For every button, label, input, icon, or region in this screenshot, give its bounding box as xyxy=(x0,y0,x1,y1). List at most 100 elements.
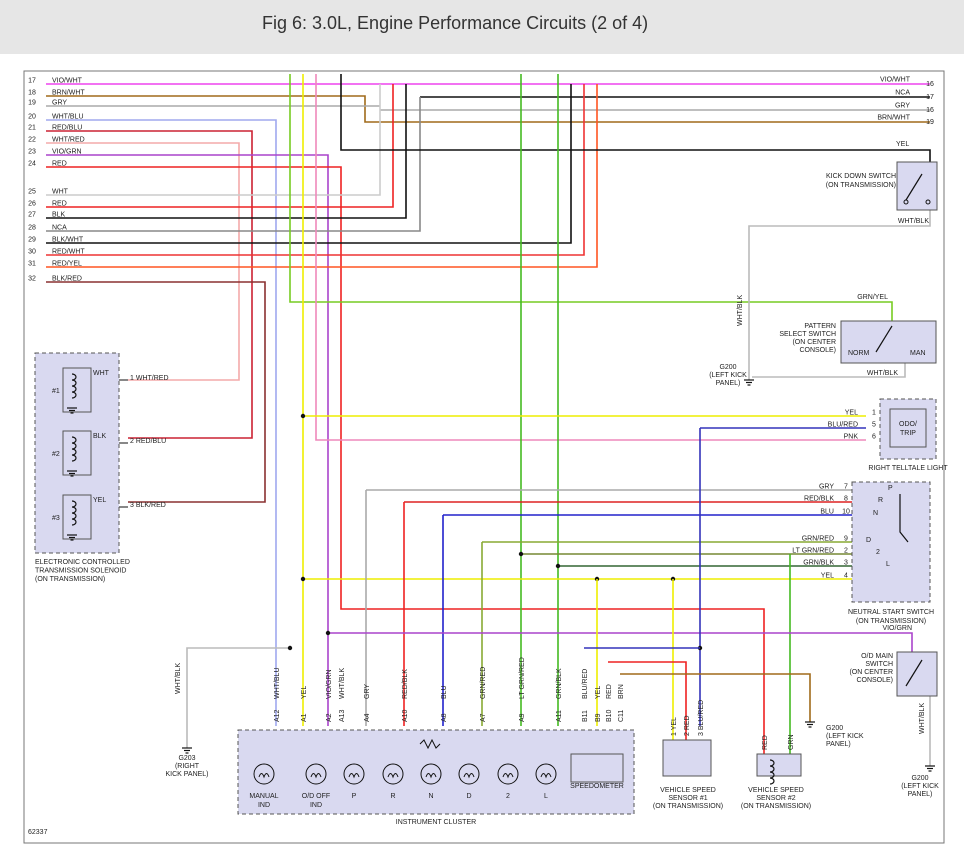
wire-label: YEL xyxy=(93,497,106,504)
wire-label: RED xyxy=(606,684,613,699)
instrument-cluster-label: INSTRUMENT CLUSTER xyxy=(396,819,476,826)
wire-label: WHT/BLK xyxy=(867,370,898,377)
gear-position-label: R xyxy=(878,497,883,504)
od-main-switch-box xyxy=(896,651,938,697)
indicator-label: D xyxy=(466,793,471,800)
indicator-label: R xyxy=(390,793,395,800)
splice-dot xyxy=(325,630,331,636)
wire-layer xyxy=(46,74,931,766)
indicator-label: N xyxy=(428,793,433,800)
wire-number: 32 xyxy=(28,276,36,283)
wire-brn-wht xyxy=(46,95,930,123)
kickdown-switch-blade xyxy=(905,173,923,201)
wire-label: BLU/RED xyxy=(828,422,858,429)
lamp-symbol xyxy=(343,763,365,785)
wire-label: WHT/BLK xyxy=(737,295,744,326)
wire-label: 2 RED xyxy=(684,715,691,736)
wire-label: GRN/RED xyxy=(480,667,487,699)
lamp-symbol xyxy=(420,763,442,785)
cluster-pin-label: A11 xyxy=(556,710,563,722)
wire-red-vss1 xyxy=(608,661,687,740)
diagram-frame xyxy=(23,70,945,844)
wire-red-wht xyxy=(46,84,585,256)
pin-number: 1 xyxy=(872,410,876,417)
lamp-symbol xyxy=(253,763,275,785)
wire-label: 3 BLK/RED xyxy=(130,502,166,509)
g200-mid-label: PANEL) xyxy=(826,741,851,748)
wire-vio-grn xyxy=(46,154,329,726)
solenoid-2-body xyxy=(62,430,92,476)
wire-label: RED/WHT xyxy=(52,249,85,256)
wire-number: 31 xyxy=(28,261,36,268)
wire-label: VIO/WHT xyxy=(52,78,83,85)
gear-position-label: P xyxy=(888,485,893,492)
wire-wht-blu xyxy=(46,119,277,726)
lamp-filament xyxy=(310,773,322,779)
vss1-box xyxy=(662,739,712,777)
wire-blk-wht xyxy=(46,84,572,244)
wire-label: WHT/BLU xyxy=(52,114,84,121)
neutral-switch-block xyxy=(851,481,931,603)
wire-label: GRN xyxy=(788,734,795,750)
kickdown-switch-label: (ON TRANSMISSION) xyxy=(826,182,896,189)
wire-yel-kickdown xyxy=(340,74,931,164)
g200-top-label: PANEL) xyxy=(716,380,741,387)
cluster-pin-label: B10 xyxy=(606,709,613,722)
indicator-label: MANUAL xyxy=(249,793,278,800)
cluster-pin-label: A13 xyxy=(339,709,346,722)
wire-label: VIO/GRN xyxy=(326,669,333,699)
indicator-label: IND xyxy=(258,802,270,809)
solenoid-id: #3 xyxy=(52,515,60,522)
pin-number: 4 xyxy=(844,573,848,580)
kickdown-switch-box xyxy=(896,161,938,211)
wire-label: RED/YEL xyxy=(52,261,82,268)
lamp-filament xyxy=(502,773,514,779)
wire-number: 17 xyxy=(926,94,934,101)
wire-number: 23 xyxy=(28,149,36,156)
wire-red xyxy=(46,166,765,754)
wire-number: 22 xyxy=(28,137,36,144)
wire-label: WHT/BLU xyxy=(274,668,281,700)
wire-label: NCA xyxy=(895,90,910,97)
telltale-display xyxy=(889,408,927,448)
od-switch-blade xyxy=(905,659,923,687)
wire-label: GRN/RED xyxy=(802,536,834,543)
od-main-switch-label: SWITCH xyxy=(865,661,893,668)
pin-number: 7 xyxy=(844,484,848,491)
wire-label: BRN/WHT xyxy=(52,90,85,97)
wire-label: GRN/YEL xyxy=(857,294,888,301)
wire-number: 24 xyxy=(28,161,36,168)
vss2-box xyxy=(756,753,802,777)
splice-dot xyxy=(300,413,306,419)
g200-bottom-label: PANEL) xyxy=(908,791,933,798)
splice-dot xyxy=(300,576,306,582)
cluster-pin-label: A4 xyxy=(364,713,371,722)
cluster-pin-label: A2 xyxy=(326,713,333,722)
wire-label: YEL xyxy=(595,686,602,699)
wire-number: 16 xyxy=(926,107,934,114)
wire-label: 1 YEL xyxy=(671,717,678,736)
g203-label: KICK PANEL) xyxy=(165,771,208,778)
vss1-label: SENSOR #1 xyxy=(668,795,707,802)
wire-red-26 xyxy=(46,84,394,208)
lamp-filament xyxy=(348,773,360,779)
solenoid-id: #2 xyxy=(52,451,60,458)
lamp-filament xyxy=(463,773,475,779)
solenoid-label: ELECTRONIC CONTROLLED xyxy=(35,559,130,566)
cluster-pin-label: A9 xyxy=(519,713,526,722)
lamp-filament xyxy=(258,773,270,779)
lamp-symbol xyxy=(458,763,480,785)
wire-label: GRN/BLK xyxy=(803,560,834,567)
wire-label: BLU/RED xyxy=(582,669,589,699)
vss1-label: VEHICLE SPEED xyxy=(660,787,716,794)
telltale-label: RIGHT TELLTALE LIGHT xyxy=(868,465,948,472)
wire-wht-blk-kickdown xyxy=(748,210,931,380)
wire-number: 29 xyxy=(28,237,36,244)
indicator-label: P xyxy=(352,793,357,800)
lamp-symbol xyxy=(535,763,557,785)
neutral-switch-label: (ON TRANSMISSION) xyxy=(856,618,926,625)
figure-header: Fig 6: 3.0L, Engine Performance Circuits… xyxy=(0,0,964,54)
wire-label: WHT xyxy=(93,370,110,377)
cluster-pin-label: A7 xyxy=(480,713,487,722)
